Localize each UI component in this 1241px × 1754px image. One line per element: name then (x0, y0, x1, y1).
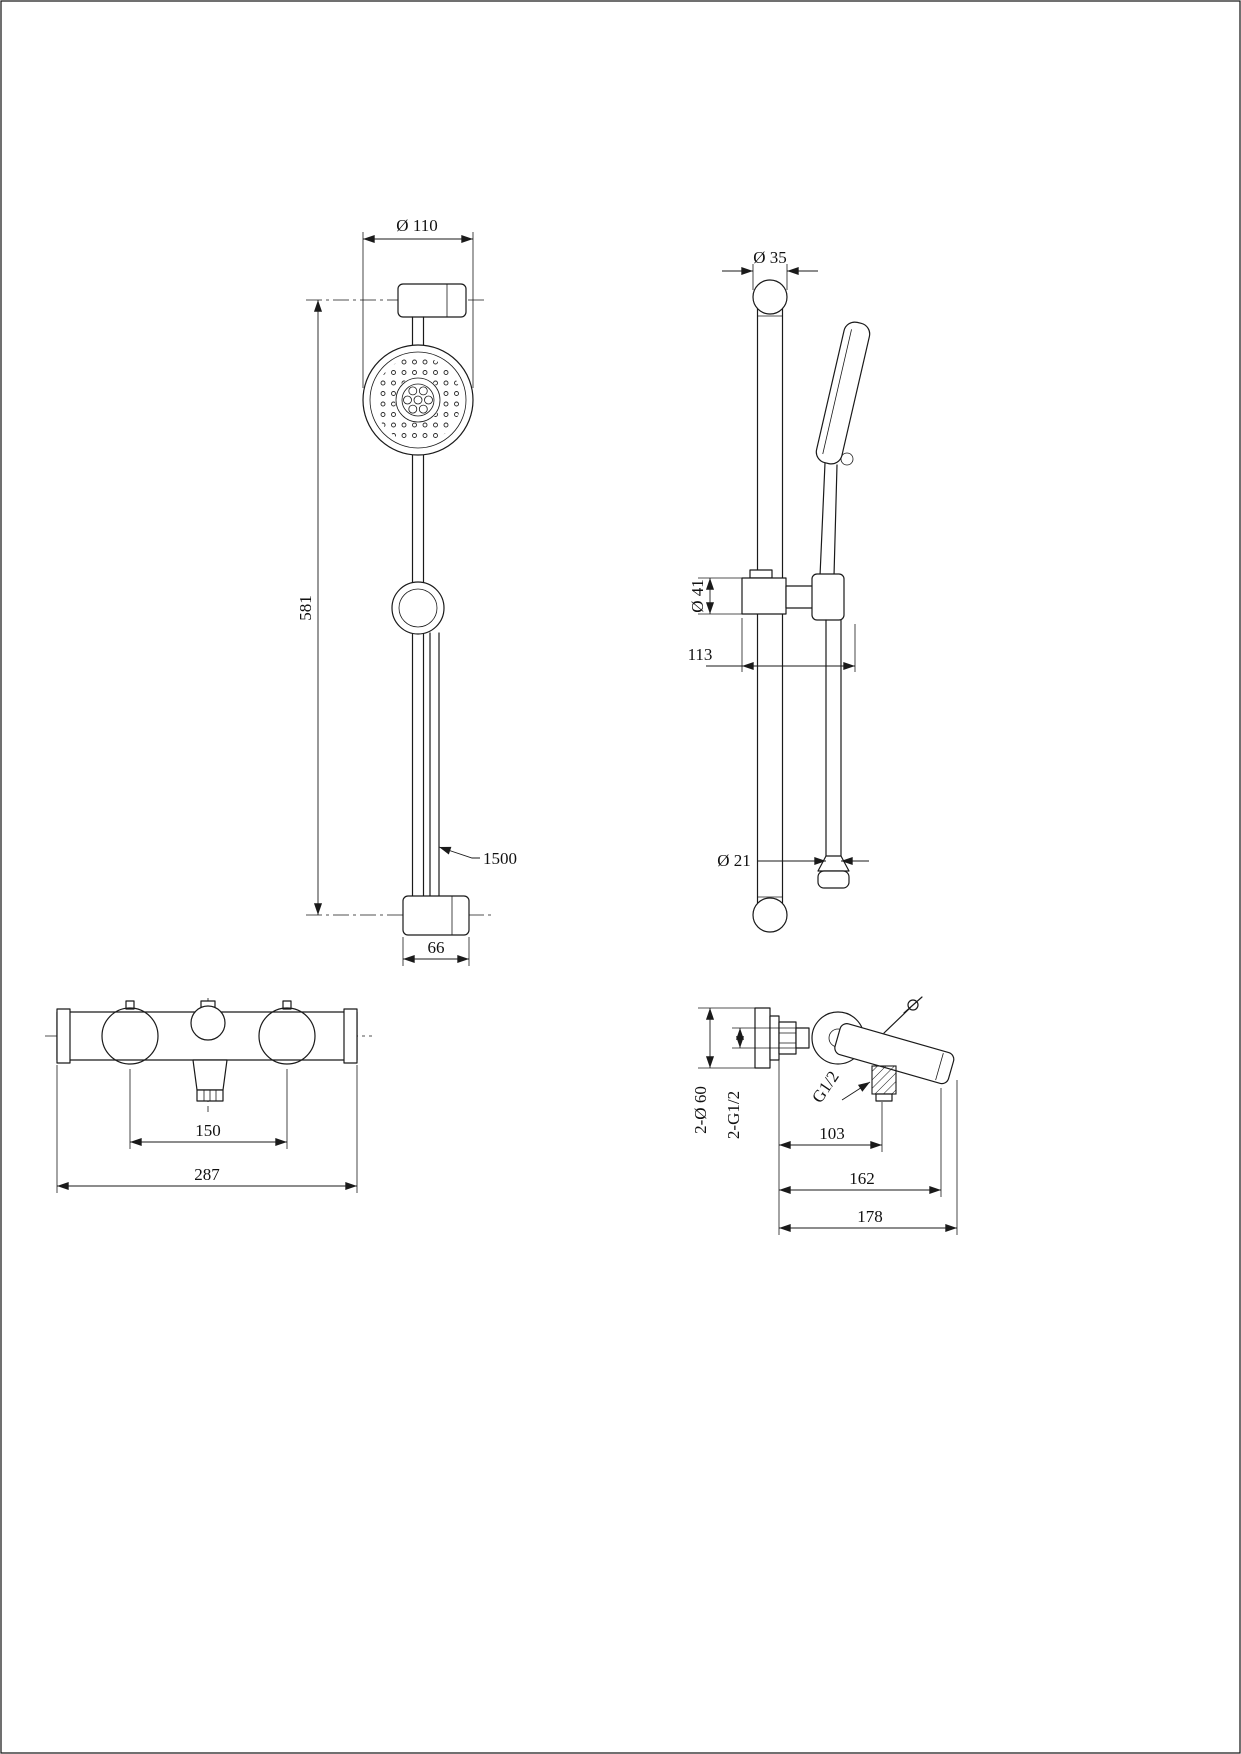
dim-label-overall-width: 287 (194, 1165, 220, 1184)
slider-holder-side (741, 569, 845, 621)
dim-head-diameter: Ø 110 (362, 216, 474, 388)
view-slide-bar-side: Ø 35 Ø 41 113 Ø 21 (688, 248, 871, 933)
shower-head-face (362, 344, 474, 456)
dim-hose-length: 1500 (438, 846, 517, 868)
dim-label-overall-depth: 178 (857, 1207, 883, 1226)
center-nozzle (413, 395, 423, 405)
view-mixer-side: 2-Ø 60 2-G1/2 G1/2 103 162 (691, 996, 958, 1235)
dim-label-hose-diameter: Ø 21 (717, 851, 751, 870)
view-slide-bar-front: Ø 110 581 1500 66 (296, 216, 517, 966)
dim-label-bar-height: 581 (296, 595, 315, 621)
inlet-stem (795, 1027, 810, 1049)
dim-holder-diameter: Ø 41 (688, 577, 742, 615)
view-mixer-front: 150 287 (45, 998, 372, 1193)
mixer-body-side (754, 996, 955, 1102)
left-handle (101, 1007, 159, 1065)
dim-bar-height: 581 (296, 300, 323, 915)
handshower-outlet-thread (871, 1065, 897, 1095)
dim-tube-diameter: Ø 35 (722, 248, 818, 290)
dim-bracket-width: 66 (402, 937, 470, 966)
connection-nut (778, 1021, 797, 1055)
spout-front (192, 1059, 228, 1091)
hand-shower-side (815, 321, 871, 577)
dim-label-outlet-reach: 103 (819, 1124, 845, 1143)
dim-overall-depth: 178 (779, 1080, 958, 1235)
left-end-cap (56, 1008, 71, 1064)
dim-label-holder-diameter: Ø 41 (688, 579, 707, 613)
dim-overall-width: 287 (56, 1065, 358, 1193)
slider-holder-front (391, 581, 445, 635)
hose-end-cap (817, 870, 850, 889)
dim-label-spout-reach: 162 (849, 1169, 875, 1188)
dim-handle-spacing: 150 (129, 1069, 288, 1149)
dim-label-tube-diameter: Ø 35 (753, 248, 787, 267)
right-handle (258, 1007, 316, 1065)
bottom-wall-bracket (402, 895, 470, 936)
dim-label-hose-length: 1500 (483, 849, 517, 868)
right-end-cap (343, 1008, 358, 1064)
top-wall-bracket (397, 283, 467, 350)
dim-outlet-thread: G1/2 (808, 1068, 871, 1107)
dim-label-flange-diameter: 2-Ø 60 (691, 1086, 710, 1134)
dim-label-outlet-thread: G1/2 (808, 1068, 843, 1107)
dim-label-inlet-thread: 2-G1/2 (724, 1091, 743, 1139)
right-handle-index (282, 1000, 292, 1010)
dim-label-holder-depth: 113 (688, 645, 713, 664)
rail-bottom-cap (752, 897, 788, 933)
outlet-nipple (875, 1093, 893, 1102)
left-handle-index (125, 1000, 135, 1010)
hang-ring (840, 452, 854, 466)
dim-inlet-thread: 2-G1/2 (724, 1027, 796, 1139)
mixer-body-front (56, 1000, 358, 1102)
dim-holder-depth: 113 (688, 618, 856, 672)
dim-hose-diameter: Ø 21 (717, 851, 869, 870)
slide-rail-front (411, 454, 440, 897)
center-knob (190, 1005, 226, 1041)
wall-flange (754, 1007, 771, 1069)
dim-outlet-reach: 103 (779, 1102, 883, 1152)
shower-hose-side (817, 619, 850, 889)
diverter-handle-bar (903, 996, 923, 1014)
hand-shower-head (815, 321, 871, 465)
holder-arm (785, 585, 815, 609)
rail-top-cap (752, 279, 788, 315)
hose-cone-fitting (817, 855, 850, 872)
flange-step (769, 1015, 780, 1061)
dim-label-bracket-width: 66 (428, 938, 445, 957)
dim-label-handle-spacing: 150 (195, 1121, 221, 1140)
handle-cup (811, 573, 845, 621)
rail-clamp (741, 577, 787, 615)
dim-spout-reach: 162 (779, 1088, 942, 1197)
dim-flange-diameter: 2-Ø 60 (691, 1007, 755, 1134)
dim-label-head-diameter: Ø 110 (396, 216, 437, 235)
